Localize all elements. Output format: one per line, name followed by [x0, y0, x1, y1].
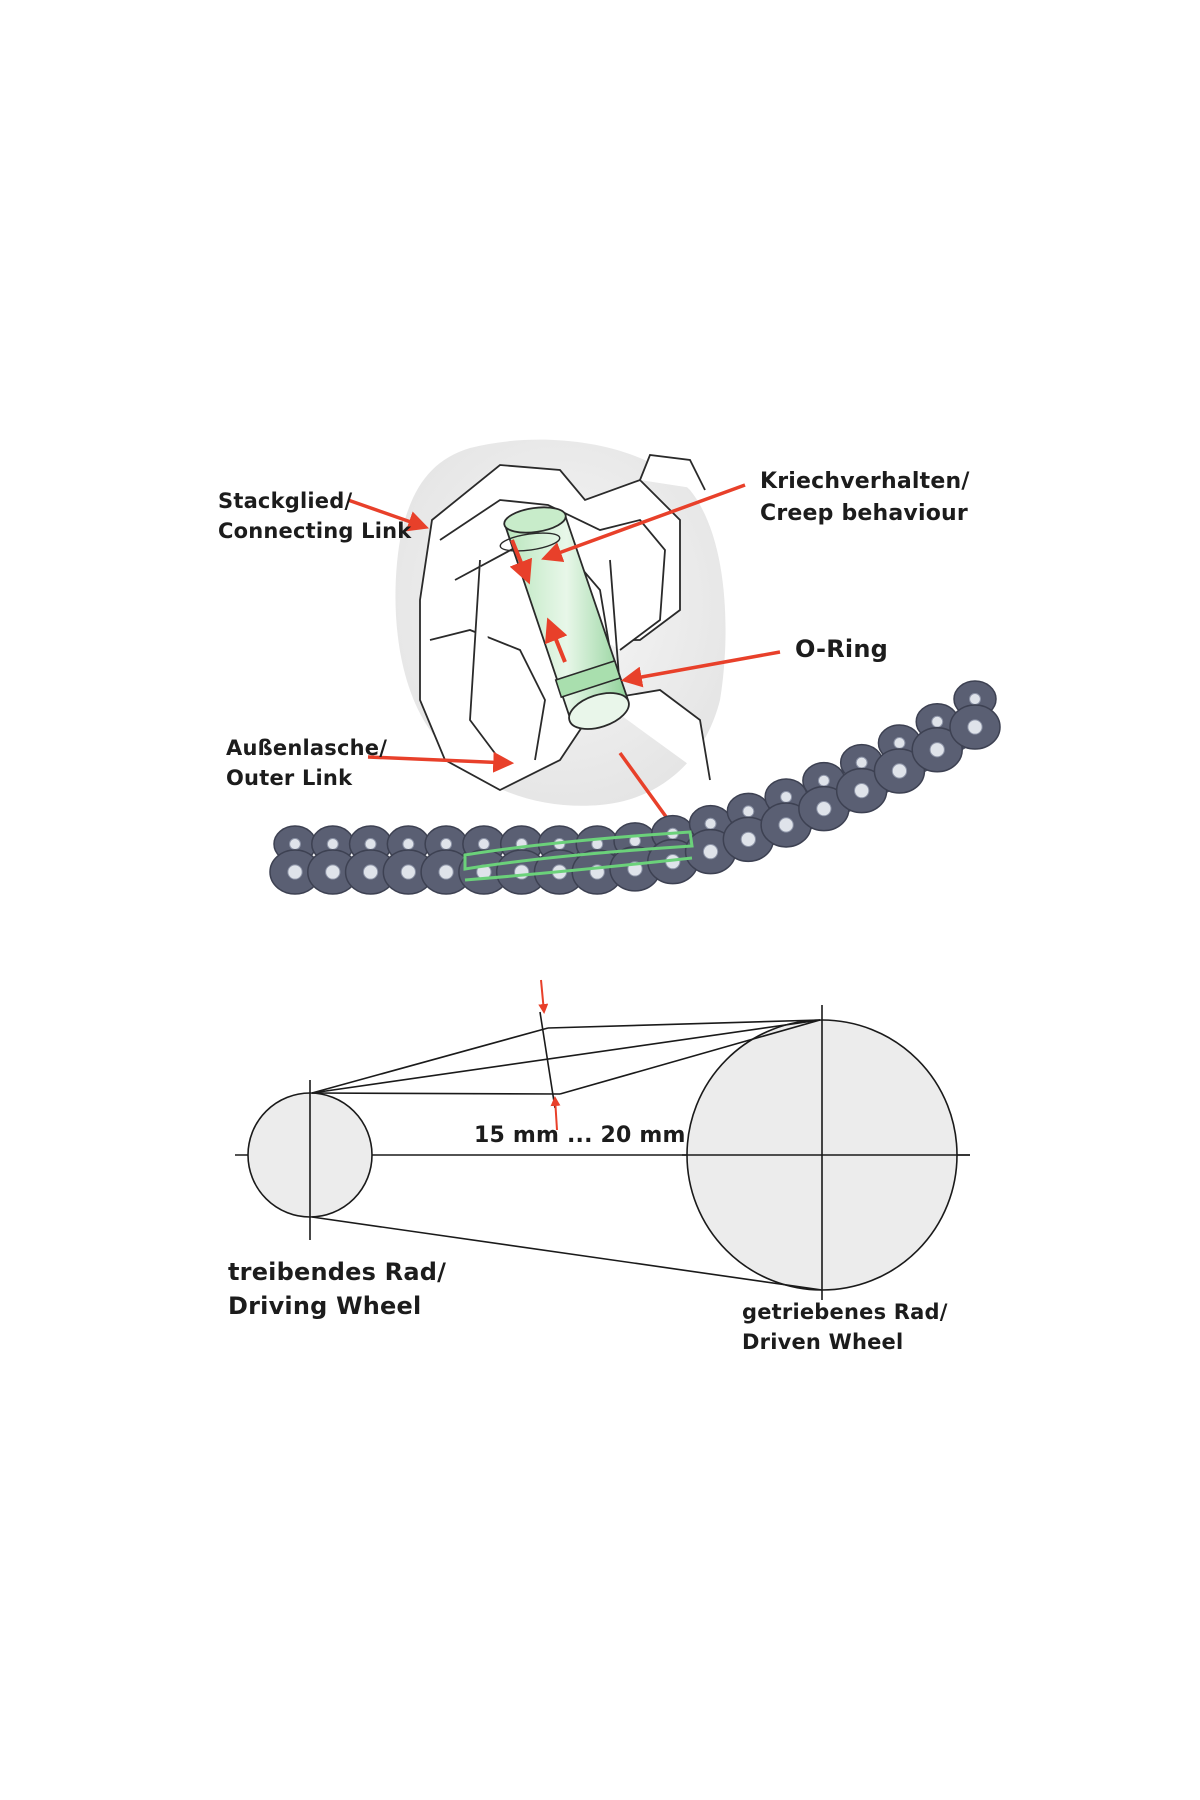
chain-roller-pin — [780, 790, 793, 803]
outer-link-label: Außenlasche/ Outer Link — [226, 733, 387, 793]
chain-roller-pin — [438, 864, 454, 880]
chain-roller-pin — [402, 838, 415, 850]
outer-link-label-en: Outer Link — [226, 766, 353, 790]
chain-roller-pin — [929, 742, 945, 758]
chain-roller-pin — [287, 864, 303, 880]
upper-chain-line — [311, 1019, 821, 1094]
driving-wheel-label: treibendes Rad/ Driving Wheel — [228, 1255, 446, 1323]
zoom-bubble — [395, 439, 726, 806]
chain-roller-pin — [817, 774, 830, 787]
chain-roller-pin — [364, 838, 377, 850]
connecting-link-label-en: Connecting Link — [218, 519, 412, 543]
creep-behaviour-label-de: Kriechverhalten/ — [760, 469, 970, 494]
driving-wheel-label-de: treibendes Rad/ — [228, 1258, 447, 1286]
chain-roller-pin — [854, 782, 870, 799]
sag-line-top — [311, 1027, 549, 1094]
chain-roller-pin — [931, 715, 944, 728]
sag-dimension-label: 15 mm ... 20 mm — [474, 1123, 686, 1148]
driving-wheel-label-en: Driving Wheel — [228, 1292, 422, 1320]
chain-roller-pin — [326, 838, 339, 850]
sag-dimension-line — [539, 1011, 556, 1109]
sag-line-bottom — [311, 1092, 561, 1095]
callout-arrows — [347, 483, 781, 847]
o-ring-label: O-Ring — [795, 635, 888, 663]
chain-roller-pin — [477, 838, 490, 850]
creep-arrow-down — [509, 539, 533, 585]
creep-behaviour-arrow — [541, 483, 746, 563]
chain-roller-pin — [400, 864, 416, 880]
outer-link-label-de: Außenlasche/ — [226, 736, 388, 760]
chain-roller-pin — [289, 838, 301, 850]
sag-arrow-bottom — [550, 1096, 561, 1131]
connecting-link-label: Stackglied/ Connecting Link — [218, 486, 411, 546]
outer-link-arrow — [367, 751, 515, 773]
driven-wheel-label-en: Driven Wheel — [742, 1330, 904, 1354]
chain-roller-pin — [893, 736, 906, 749]
chain-roller-pin — [855, 756, 868, 769]
creep-behaviour-label-en: Creep behaviour — [760, 501, 968, 526]
link-pin — [499, 506, 630, 730]
drive-schematic — [235, 1005, 970, 1300]
creep-arrow-up — [544, 617, 568, 663]
chain-roller-pin — [704, 817, 717, 830]
chain-roller-pin — [891, 763, 908, 779]
chain-roller-pin — [362, 864, 379, 880]
lower-chain-line — [311, 1216, 823, 1291]
driven-wheel-label-de: getriebenes Rad/ — [742, 1300, 948, 1324]
chain-roller-pin — [702, 844, 719, 860]
o-ring-arrow — [620, 650, 781, 688]
chain-roller-pin — [816, 801, 832, 817]
chain-roller-pin — [440, 838, 453, 850]
connecting-link-arrow — [347, 498, 429, 532]
connecting-link-label-de: Stackglied/ — [218, 489, 353, 513]
chain-roller-pin — [325, 864, 341, 880]
highlighted-link-outline — [463, 830, 694, 871]
chain-roller-pin — [742, 805, 755, 818]
chain-roller-pin — [740, 831, 756, 847]
sag-arrow-top — [538, 979, 549, 1014]
creep-behaviour-label: Kriechverhalten/ Creep behaviour — [760, 466, 970, 530]
chain-roller-pin — [778, 817, 794, 833]
driven-wheel-label: getriebenes Rad/ Driven Wheel — [742, 1297, 948, 1357]
chain-roller-pin — [969, 693, 981, 705]
chain-roller-pin — [967, 719, 983, 735]
